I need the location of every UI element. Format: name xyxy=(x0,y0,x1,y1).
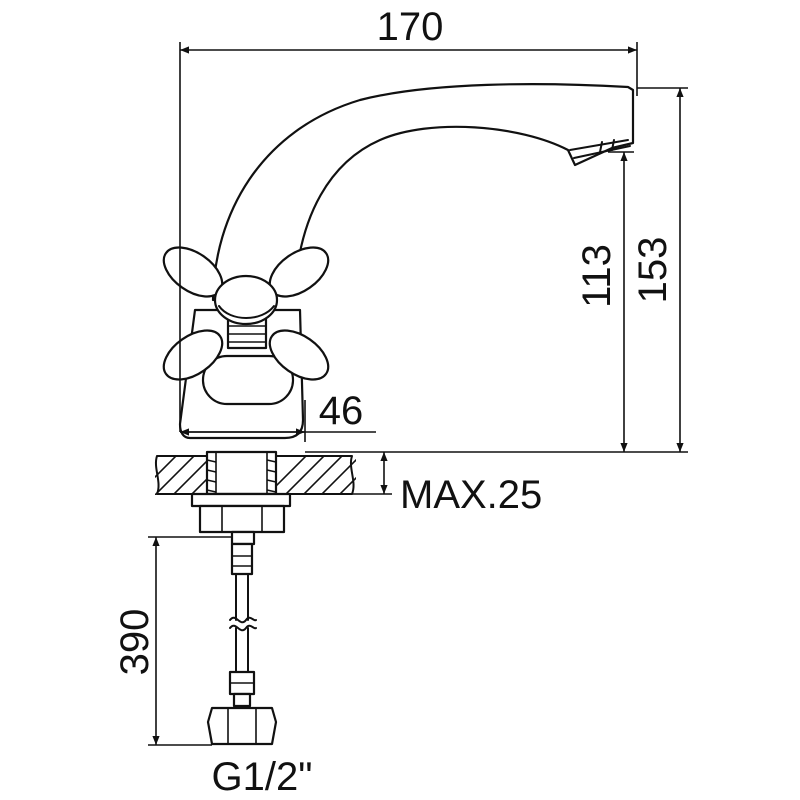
threaded-shank xyxy=(205,450,278,496)
dimension-label-390: 390 xyxy=(113,609,157,676)
dimension-spout-height xyxy=(608,151,634,452)
dimension-label-170: 170 xyxy=(377,5,444,49)
mounting-nut xyxy=(190,492,292,546)
handle-hub xyxy=(213,274,279,326)
dimension-overall-width xyxy=(179,42,638,432)
flexible-hose xyxy=(228,542,257,708)
countertop-section xyxy=(155,455,356,495)
handle-spoke-lower-left xyxy=(162,329,224,381)
dimension-label-max25: MAX.25 xyxy=(400,473,542,517)
dimension-label-46: 46 xyxy=(319,389,364,433)
hose-connection-nut xyxy=(206,706,278,746)
dimension-base-width xyxy=(180,400,376,442)
thread-label-g12: G1/2" xyxy=(212,755,313,799)
handle-spoke-lower-right xyxy=(268,329,330,381)
dimension-counter-thickness xyxy=(352,452,392,495)
faucet-spout xyxy=(211,83,635,302)
cross-handle xyxy=(162,246,330,381)
dimension-hose-length xyxy=(148,536,232,746)
dimension-label-113: 113 xyxy=(575,244,619,308)
dimension-label-153: 153 xyxy=(631,237,675,304)
valve-body-window xyxy=(201,354,295,406)
